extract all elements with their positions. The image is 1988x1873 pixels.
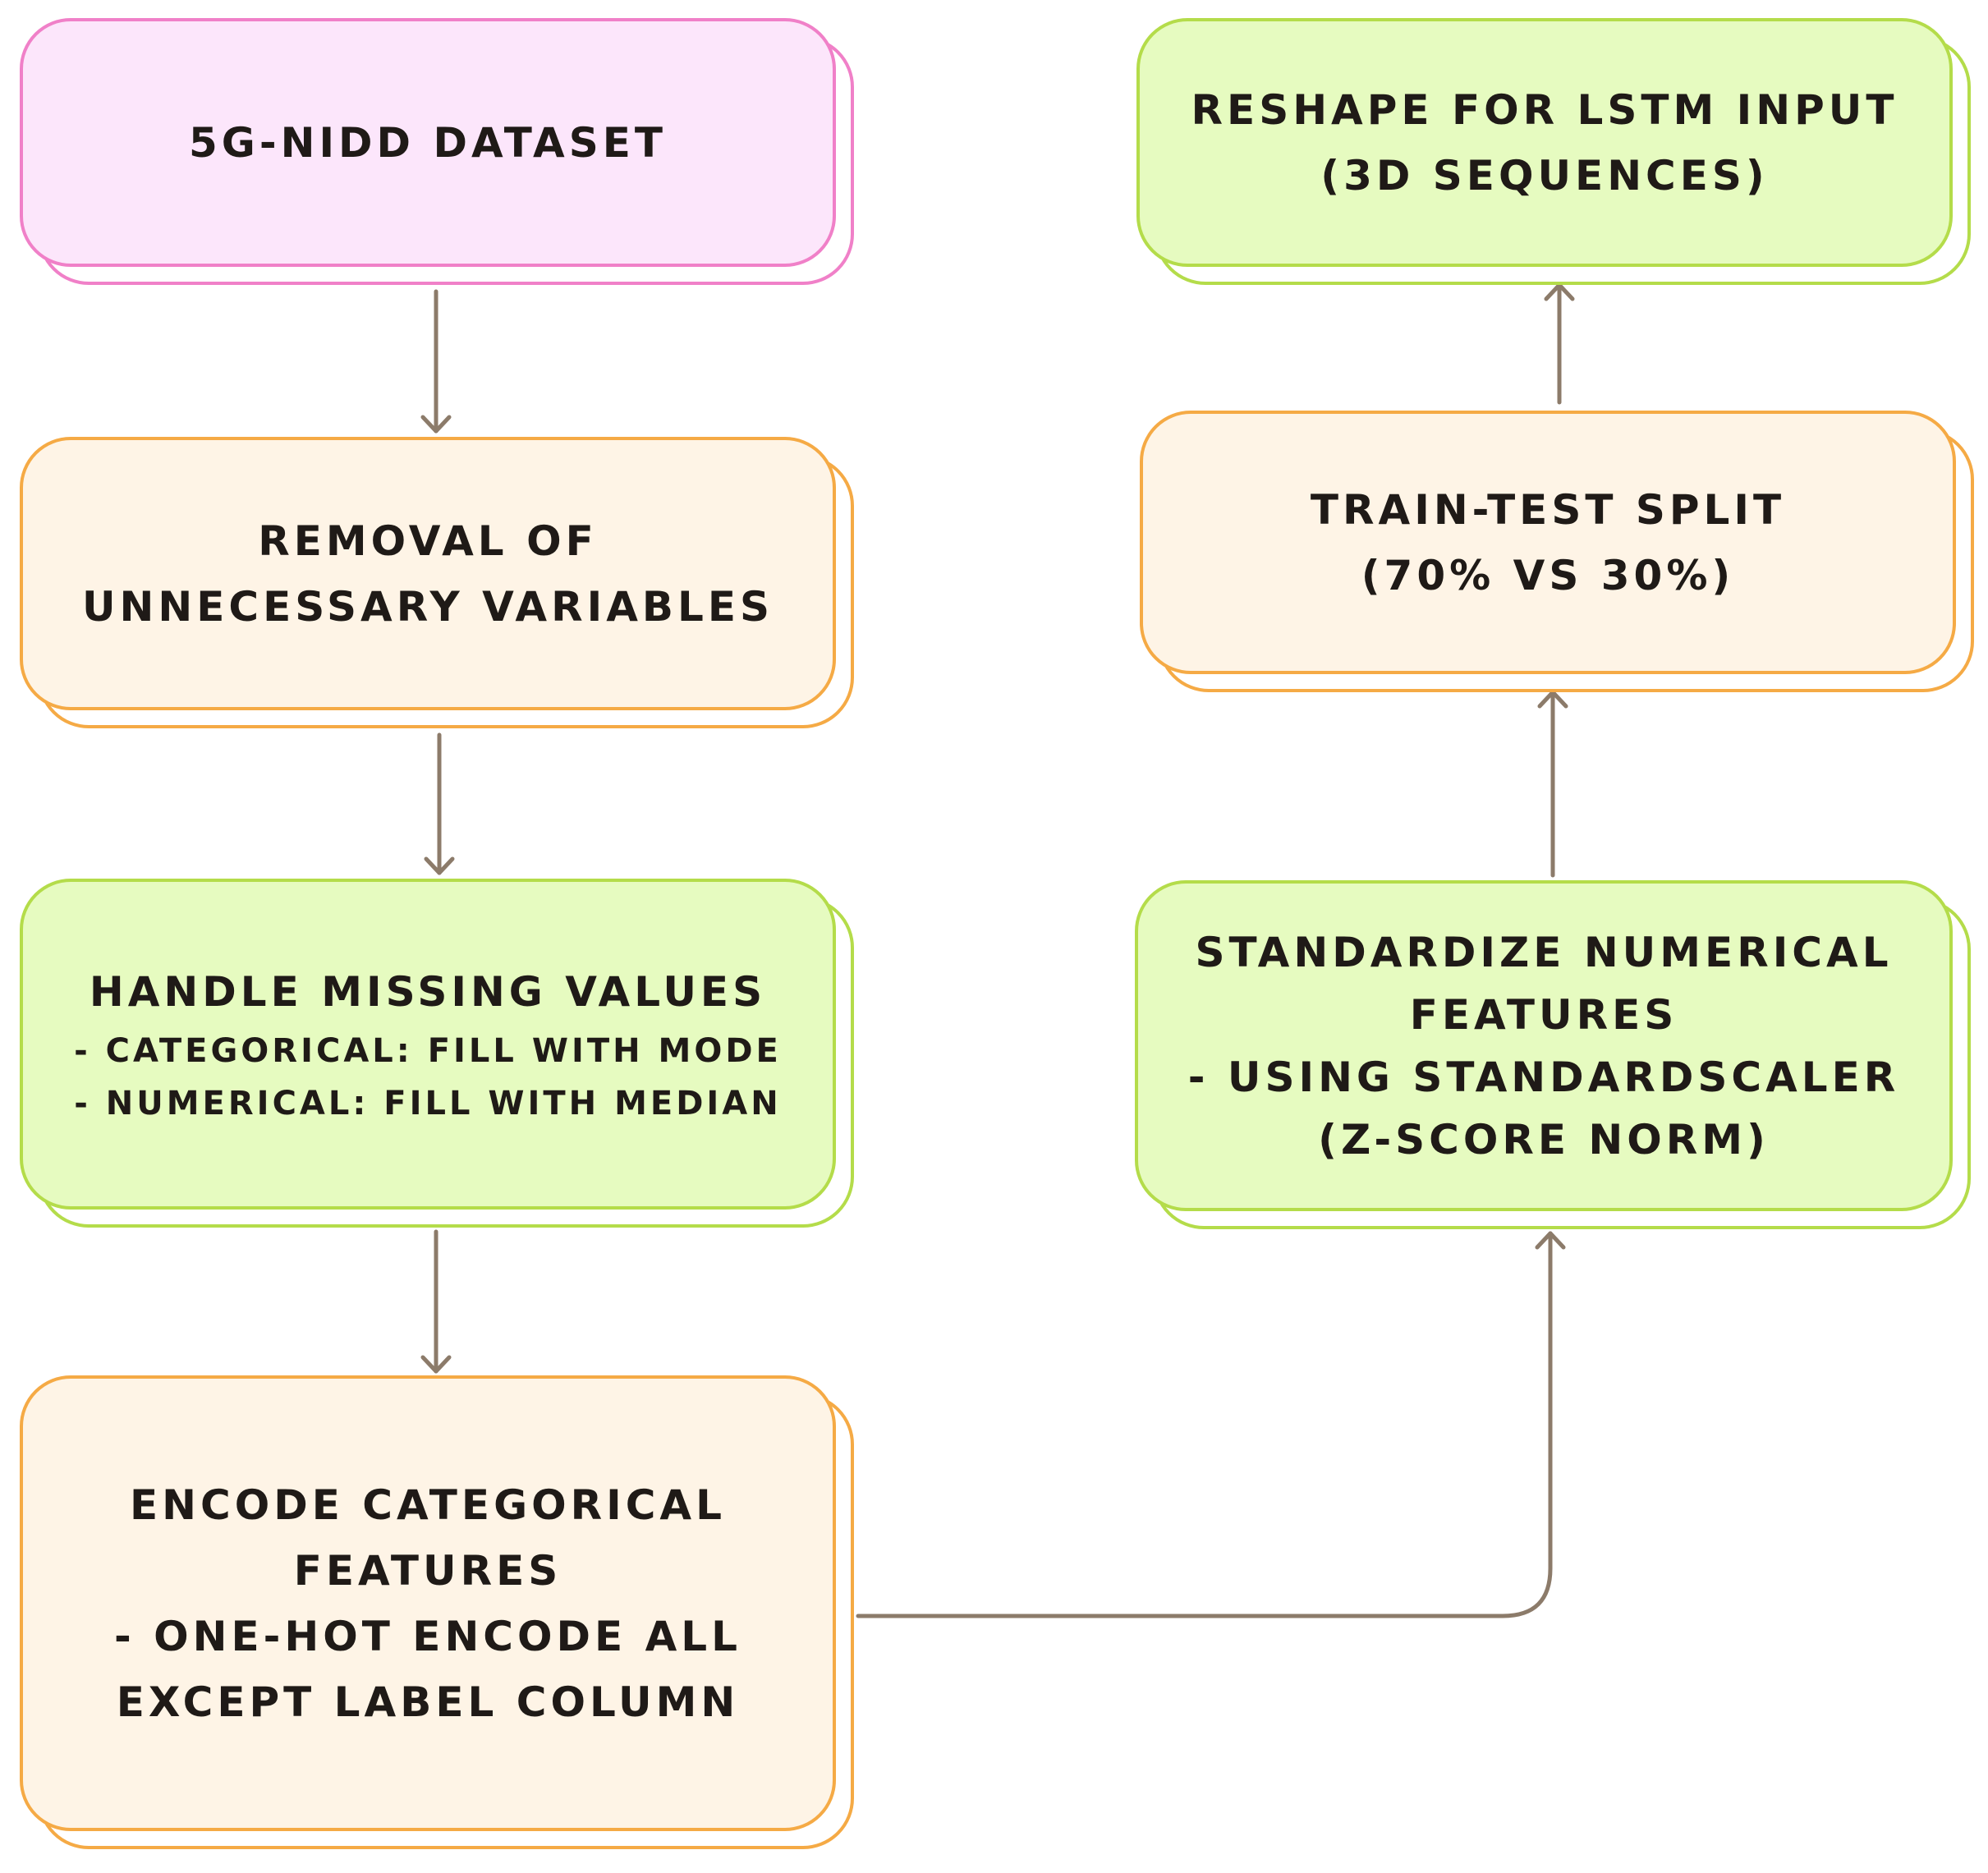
node-encode: ENCODE CATEGORICAL FEATURES - ONE-HOT EN… bbox=[20, 1375, 854, 1849]
node-reshape: RESHAPE FOR LSTM INPUT (3D SEQUENCES) bbox=[1136, 18, 1971, 285]
removal-line-1: REMOVAL OF bbox=[258, 516, 598, 565]
node-dataset: 5G-NIDD DATASET bbox=[20, 18, 854, 285]
dataset-label: 5G-NIDD DATASET bbox=[189, 118, 667, 167]
arrow-encode-to-standardize bbox=[856, 1231, 1553, 1618]
arrowhead-removal-to-missing bbox=[424, 856, 455, 875]
standardize-line-1: STANDARDIZE NUMERICAL bbox=[1195, 928, 1893, 976]
arrowhead-dataset-to-removal bbox=[420, 415, 452, 434]
arrowhead-split-to-reshape bbox=[1544, 282, 1575, 301]
standardize-line-4: (Z-SCORE NORM) bbox=[1318, 1115, 1770, 1164]
standardize-line-3: - USING STANDARDSCALER bbox=[1187, 1053, 1900, 1101]
encode-line-1: ENCODE CATEGORICAL bbox=[130, 1480, 726, 1529]
node-removal: REMOVAL OF UNNECESSARY VARIABLES bbox=[20, 437, 854, 728]
encode-line-3: - ONE-HOT ENCODE ALL bbox=[114, 1612, 741, 1660]
reshape-line-2: (3D SEQUENCES) bbox=[1320, 151, 1769, 200]
node-train-test-split: TRAIN-TEST SPLIT (70% VS 30%) bbox=[1140, 411, 1974, 692]
standardize-line-2: FEATURES bbox=[1409, 990, 1678, 1039]
reshape-line-1: RESHAPE FOR LSTM INPUT bbox=[1191, 85, 1898, 134]
missing-line-1: - CATEGORICAL: FILL WITH MODE bbox=[74, 1031, 782, 1070]
missing-title: HANDLE MISSING VALUES bbox=[89, 967, 767, 1016]
removal-line-2: UNNECESSARY VARIABLES bbox=[81, 582, 774, 631]
missing-line-2: - NUMERICAL: FILL WITH MEDIAN bbox=[74, 1084, 782, 1122]
split-line-1: TRAIN-TEST SPLIT bbox=[1310, 485, 1786, 534]
encode-line-4: EXCEPT LABEL COLUMN bbox=[116, 1678, 740, 1726]
arrowhead-missing-to-encode bbox=[420, 1355, 452, 1374]
arrowhead-encode-to-standardize bbox=[1535, 1231, 1566, 1250]
encode-line-2: FEATURES bbox=[293, 1546, 562, 1595]
node-missing-values: HANDLE MISSING VALUES - CATEGORICAL: FIL… bbox=[20, 879, 854, 1228]
node-standardize: STANDARDIZE NUMERICAL FEATURES - USING S… bbox=[1135, 880, 1971, 1229]
arrowhead-standardize-to-split bbox=[1537, 690, 1568, 709]
split-line-2: (70% VS 30%) bbox=[1361, 551, 1735, 599]
